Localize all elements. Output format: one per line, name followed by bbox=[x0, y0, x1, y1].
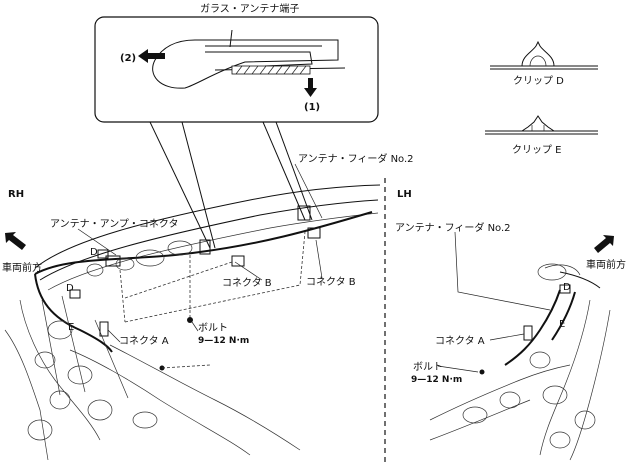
label-front-lh: 車両前方 bbox=[586, 258, 626, 271]
label-feeder-rh: アンテナ・フィーダ No.2 bbox=[298, 152, 414, 165]
label-glass-terminal: ガラス・アンテナ端子 bbox=[200, 2, 299, 15]
label-front-rh: 車両前方 bbox=[2, 261, 42, 274]
rh-leaders bbox=[77, 163, 323, 343]
lh-leaders bbox=[437, 231, 551, 373]
detail-callout bbox=[94, 16, 379, 123]
label-connector-b-2: コネクタ B bbox=[306, 276, 356, 288]
label-torque-rh: 9—12 N·m bbox=[198, 336, 249, 346]
label-rh: RH bbox=[8, 189, 24, 200]
label-connector-b-1: コネクタ B bbox=[222, 277, 272, 289]
arrow-up-right-icon bbox=[594, 235, 614, 253]
label-torque-lh: 9—12 N·m bbox=[411, 375, 462, 385]
clip-d-icon bbox=[490, 40, 598, 70]
arrow-up-left-icon bbox=[5, 232, 26, 250]
label-connector-a-lh: コネクタ A bbox=[435, 335, 485, 347]
label-clip-d: クリップ D bbox=[513, 75, 564, 87]
label-bolt-lh: ボルト bbox=[413, 361, 443, 373]
glass-panel-shape bbox=[152, 39, 339, 89]
label-feeder-lh: アンテナ・フィーダ No.2 bbox=[395, 221, 511, 234]
label-clip-e: クリップ E bbox=[512, 144, 562, 156]
label-clip-d-rh-2: D bbox=[66, 283, 74, 294]
lh-body-illustration bbox=[429, 263, 611, 461]
terminal-bracket bbox=[205, 51, 313, 67]
label-bolt-rh: ボルト bbox=[198, 322, 228, 334]
arrow-down-icon bbox=[304, 78, 317, 97]
rh-body-illustration bbox=[4, 184, 381, 461]
label-step1: (1) bbox=[304, 102, 320, 113]
label-clip-d-rh-1: D bbox=[90, 247, 98, 258]
label-step2: (2) bbox=[120, 53, 136, 64]
clip-e-icon bbox=[485, 115, 598, 135]
arrow-left-icon bbox=[138, 49, 165, 63]
label-clip-e-rh: E bbox=[68, 322, 74, 333]
callout-leaders bbox=[149, 121, 313, 249]
label-clip-d-lh: D bbox=[563, 282, 571, 293]
lh-feeder-line bbox=[504, 289, 561, 366]
terminal-leader bbox=[229, 29, 233, 48]
label-clip-e-lh: E bbox=[559, 319, 565, 330]
terminal-hatch bbox=[231, 65, 311, 75]
label-amp-connector: アンテナ・アンプ・コネクタ bbox=[50, 218, 179, 230]
label-lh: LH bbox=[397, 189, 412, 200]
label-connector-a-rh: コネクタ A bbox=[119, 335, 169, 347]
